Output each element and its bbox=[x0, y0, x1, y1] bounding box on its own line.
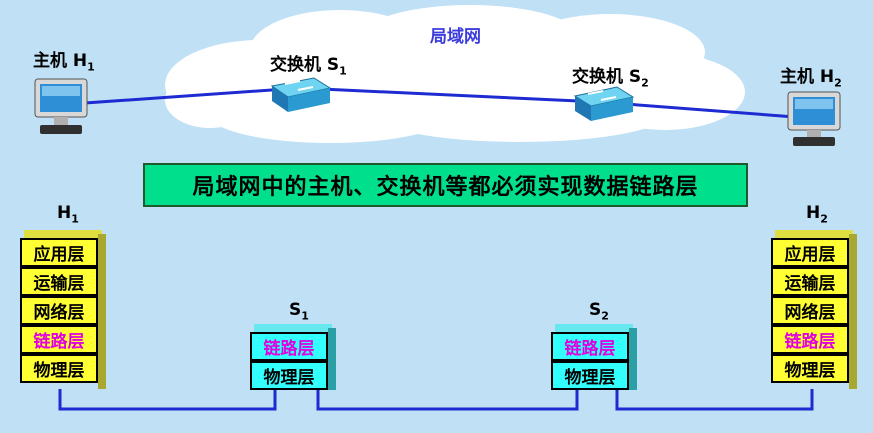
host-h2-label: 主机 H2 bbox=[780, 67, 842, 90]
physical-wire-h1-s1 bbox=[58, 389, 277, 411]
layer-application: 应用层 bbox=[771, 238, 849, 267]
switch-s1-label: 交换机 S1 bbox=[270, 55, 347, 78]
layer-network: 网络层 bbox=[771, 296, 849, 325]
physical-wire-s2-h2 bbox=[615, 389, 814, 411]
host-h1-label: 主机 H1 bbox=[33, 51, 95, 74]
lan-link bbox=[84, 86, 796, 119]
host-h1-computer-icon bbox=[34, 78, 88, 134]
layer-link: 链路层 bbox=[20, 325, 98, 354]
layer-transport: 运输层 bbox=[771, 267, 849, 296]
protocol-stack-h2: 应用层 运输层 网络层 链路层 物理层 bbox=[771, 230, 861, 395]
protocol-stack-s1: 链路层 物理层 bbox=[250, 324, 340, 394]
layer-physical: 物理层 bbox=[250, 361, 328, 390]
switch-s1-icon bbox=[270, 77, 332, 112]
stack-s1-label: S1 bbox=[289, 300, 309, 323]
stack-s2-label: S2 bbox=[589, 300, 609, 323]
layer-physical: 物理层 bbox=[551, 361, 629, 390]
protocol-stack-h1: 应用层 运输层 网络层 链路层 物理层 bbox=[20, 230, 110, 395]
layer-link: 链路层 bbox=[551, 332, 629, 361]
stack-h1-label: H1 bbox=[57, 203, 79, 226]
banner: 局域网中的主机、交换机等都必须实现数据链路层 bbox=[143, 163, 748, 207]
stack-h2-label: H2 bbox=[806, 203, 828, 226]
host-h2-computer-icon bbox=[787, 91, 841, 146]
protocol-stack-s2: 链路层 物理层 bbox=[551, 324, 641, 394]
layer-network: 网络层 bbox=[20, 296, 98, 325]
layer-link: 链路层 bbox=[771, 325, 849, 354]
layer-transport: 运输层 bbox=[20, 267, 98, 296]
layer-application: 应用层 bbox=[20, 238, 98, 267]
layer-physical: 物理层 bbox=[20, 354, 98, 383]
physical-wire-s1-s2 bbox=[316, 389, 579, 411]
layer-link: 链路层 bbox=[250, 332, 328, 361]
switch-s2-icon bbox=[573, 86, 635, 121]
switch-s2-label: 交换机 S2 bbox=[572, 67, 649, 90]
layer-physical: 物理层 bbox=[771, 354, 849, 383]
lan-label: 局域网 bbox=[430, 27, 481, 47]
